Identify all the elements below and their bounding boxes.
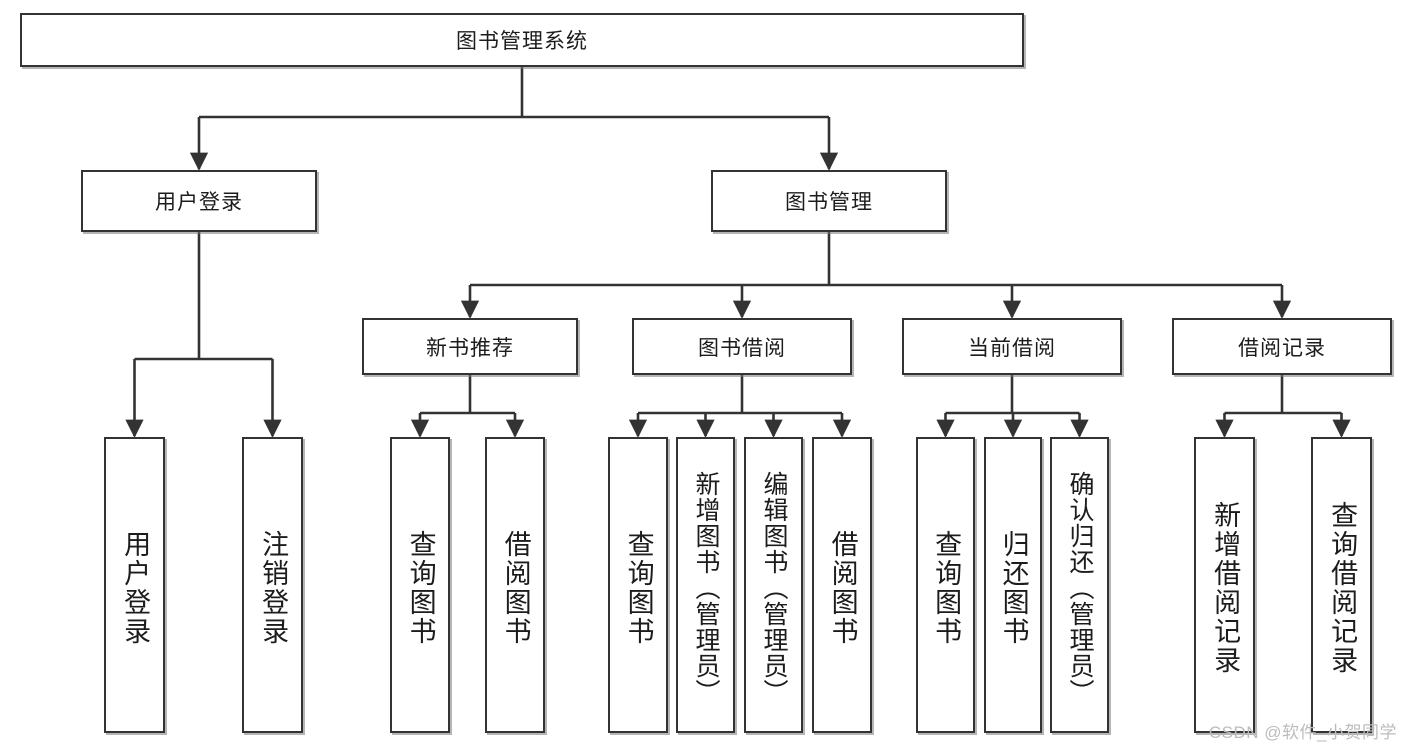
watermark-label: CSDN @软件_小贺同学	[1208, 723, 1397, 742]
node-leaf-add-borrow-record[interactable]: 新增借阅记录	[1194, 437, 1255, 733]
node-leaf-logout[interactable]: 注销登录	[242, 437, 303, 733]
node-label: 注销登录	[258, 530, 289, 646]
node-label: 图书管理	[785, 191, 873, 214]
node-label: 借阅图书	[827, 530, 858, 646]
node-new-book-recommend[interactable]: 新书推荐	[362, 318, 578, 375]
node-current-borrow[interactable]: 当前借阅	[902, 318, 1122, 375]
node-leaf-borrow-book[interactable]: 借阅图书	[812, 437, 872, 733]
node-label: 新书推荐	[426, 336, 514, 360]
node-label: 借阅记录	[1238, 336, 1326, 360]
node-label: 确认归还（管理员）	[1066, 471, 1094, 705]
node-label: 新增图书（管理员）	[692, 471, 720, 705]
node-leaf-query-book-borrow[interactable]: 查询图书	[608, 437, 668, 733]
node-book-borrow[interactable]: 图书借阅	[632, 318, 852, 375]
node-label: 归还图书	[998, 530, 1029, 646]
node-label: 用户登录	[120, 530, 151, 646]
node-leaf-query-book-current[interactable]: 查询图书	[916, 437, 975, 733]
node-leaf-query-borrow-record[interactable]: 查询借阅记录	[1311, 437, 1372, 733]
node-label: 新增借阅记录	[1210, 501, 1241, 675]
node-label: 当前借阅	[968, 336, 1056, 360]
node-label: 查询图书	[623, 530, 654, 646]
node-label: 查询图书	[931, 530, 962, 646]
node-label: 编辑图书（管理员）	[760, 471, 788, 705]
node-leaf-confirm-return-admin[interactable]: 确认归还（管理员）	[1050, 437, 1109, 733]
node-leaf-borrow-book-rec[interactable]: 借阅图书	[485, 437, 545, 733]
node-leaf-edit-book-admin[interactable]: 编辑图书（管理员）	[744, 437, 803, 733]
node-book-manage[interactable]: 图书管理	[711, 170, 947, 232]
node-root[interactable]: 图书管理系统	[20, 13, 1024, 67]
node-label: 图书管理系统	[456, 30, 588, 53]
node-leaf-add-book-admin[interactable]: 新增图书（管理员）	[676, 437, 735, 733]
node-label: 借阅图书	[500, 530, 531, 646]
node-leaf-return-book[interactable]: 归还图书	[984, 437, 1042, 733]
node-leaf-user-login[interactable]: 用户登录	[104, 437, 165, 733]
node-label: 用户登录	[155, 191, 243, 214]
node-user-login[interactable]: 用户登录	[81, 170, 317, 232]
node-label: 查询图书	[405, 530, 436, 646]
node-label: 图书借阅	[698, 336, 786, 360]
node-leaf-query-book-rec[interactable]: 查询图书	[390, 437, 450, 733]
node-label: 查询借阅记录	[1327, 501, 1358, 675]
node-borrow-record[interactable]: 借阅记录	[1172, 318, 1392, 375]
